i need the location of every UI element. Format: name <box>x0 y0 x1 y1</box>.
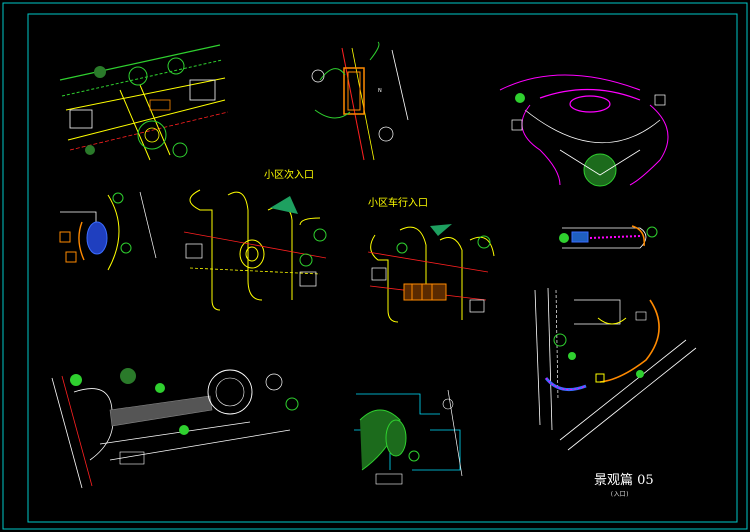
plan-curved-plaza <box>499 74 669 187</box>
plan-long-landscape-strip <box>51 368 299 489</box>
plan-streetscape-junction <box>59 44 229 161</box>
plan-pond-garden <box>59 191 157 271</box>
plan-diagonal-road-corner <box>534 287 697 451</box>
sheet-subtitle: (入口) <box>610 491 629 498</box>
plan-vehicle-entrance <box>367 224 495 323</box>
plan-secondary-entrance <box>183 189 327 311</box>
label-secondary-entrance: 小区次入口 <box>264 168 314 181</box>
sheet-title: 景观篇 05 <box>594 473 654 488</box>
inner-frame <box>27 13 738 523</box>
label-vehicle-entrance: 小区车行入口 <box>368 196 428 209</box>
svg-text:N: N <box>378 88 382 94</box>
plan-strip-garden <box>559 225 658 249</box>
plan-corner-building-garden <box>354 389 463 485</box>
plan-gate-axis: N <box>311 41 409 161</box>
